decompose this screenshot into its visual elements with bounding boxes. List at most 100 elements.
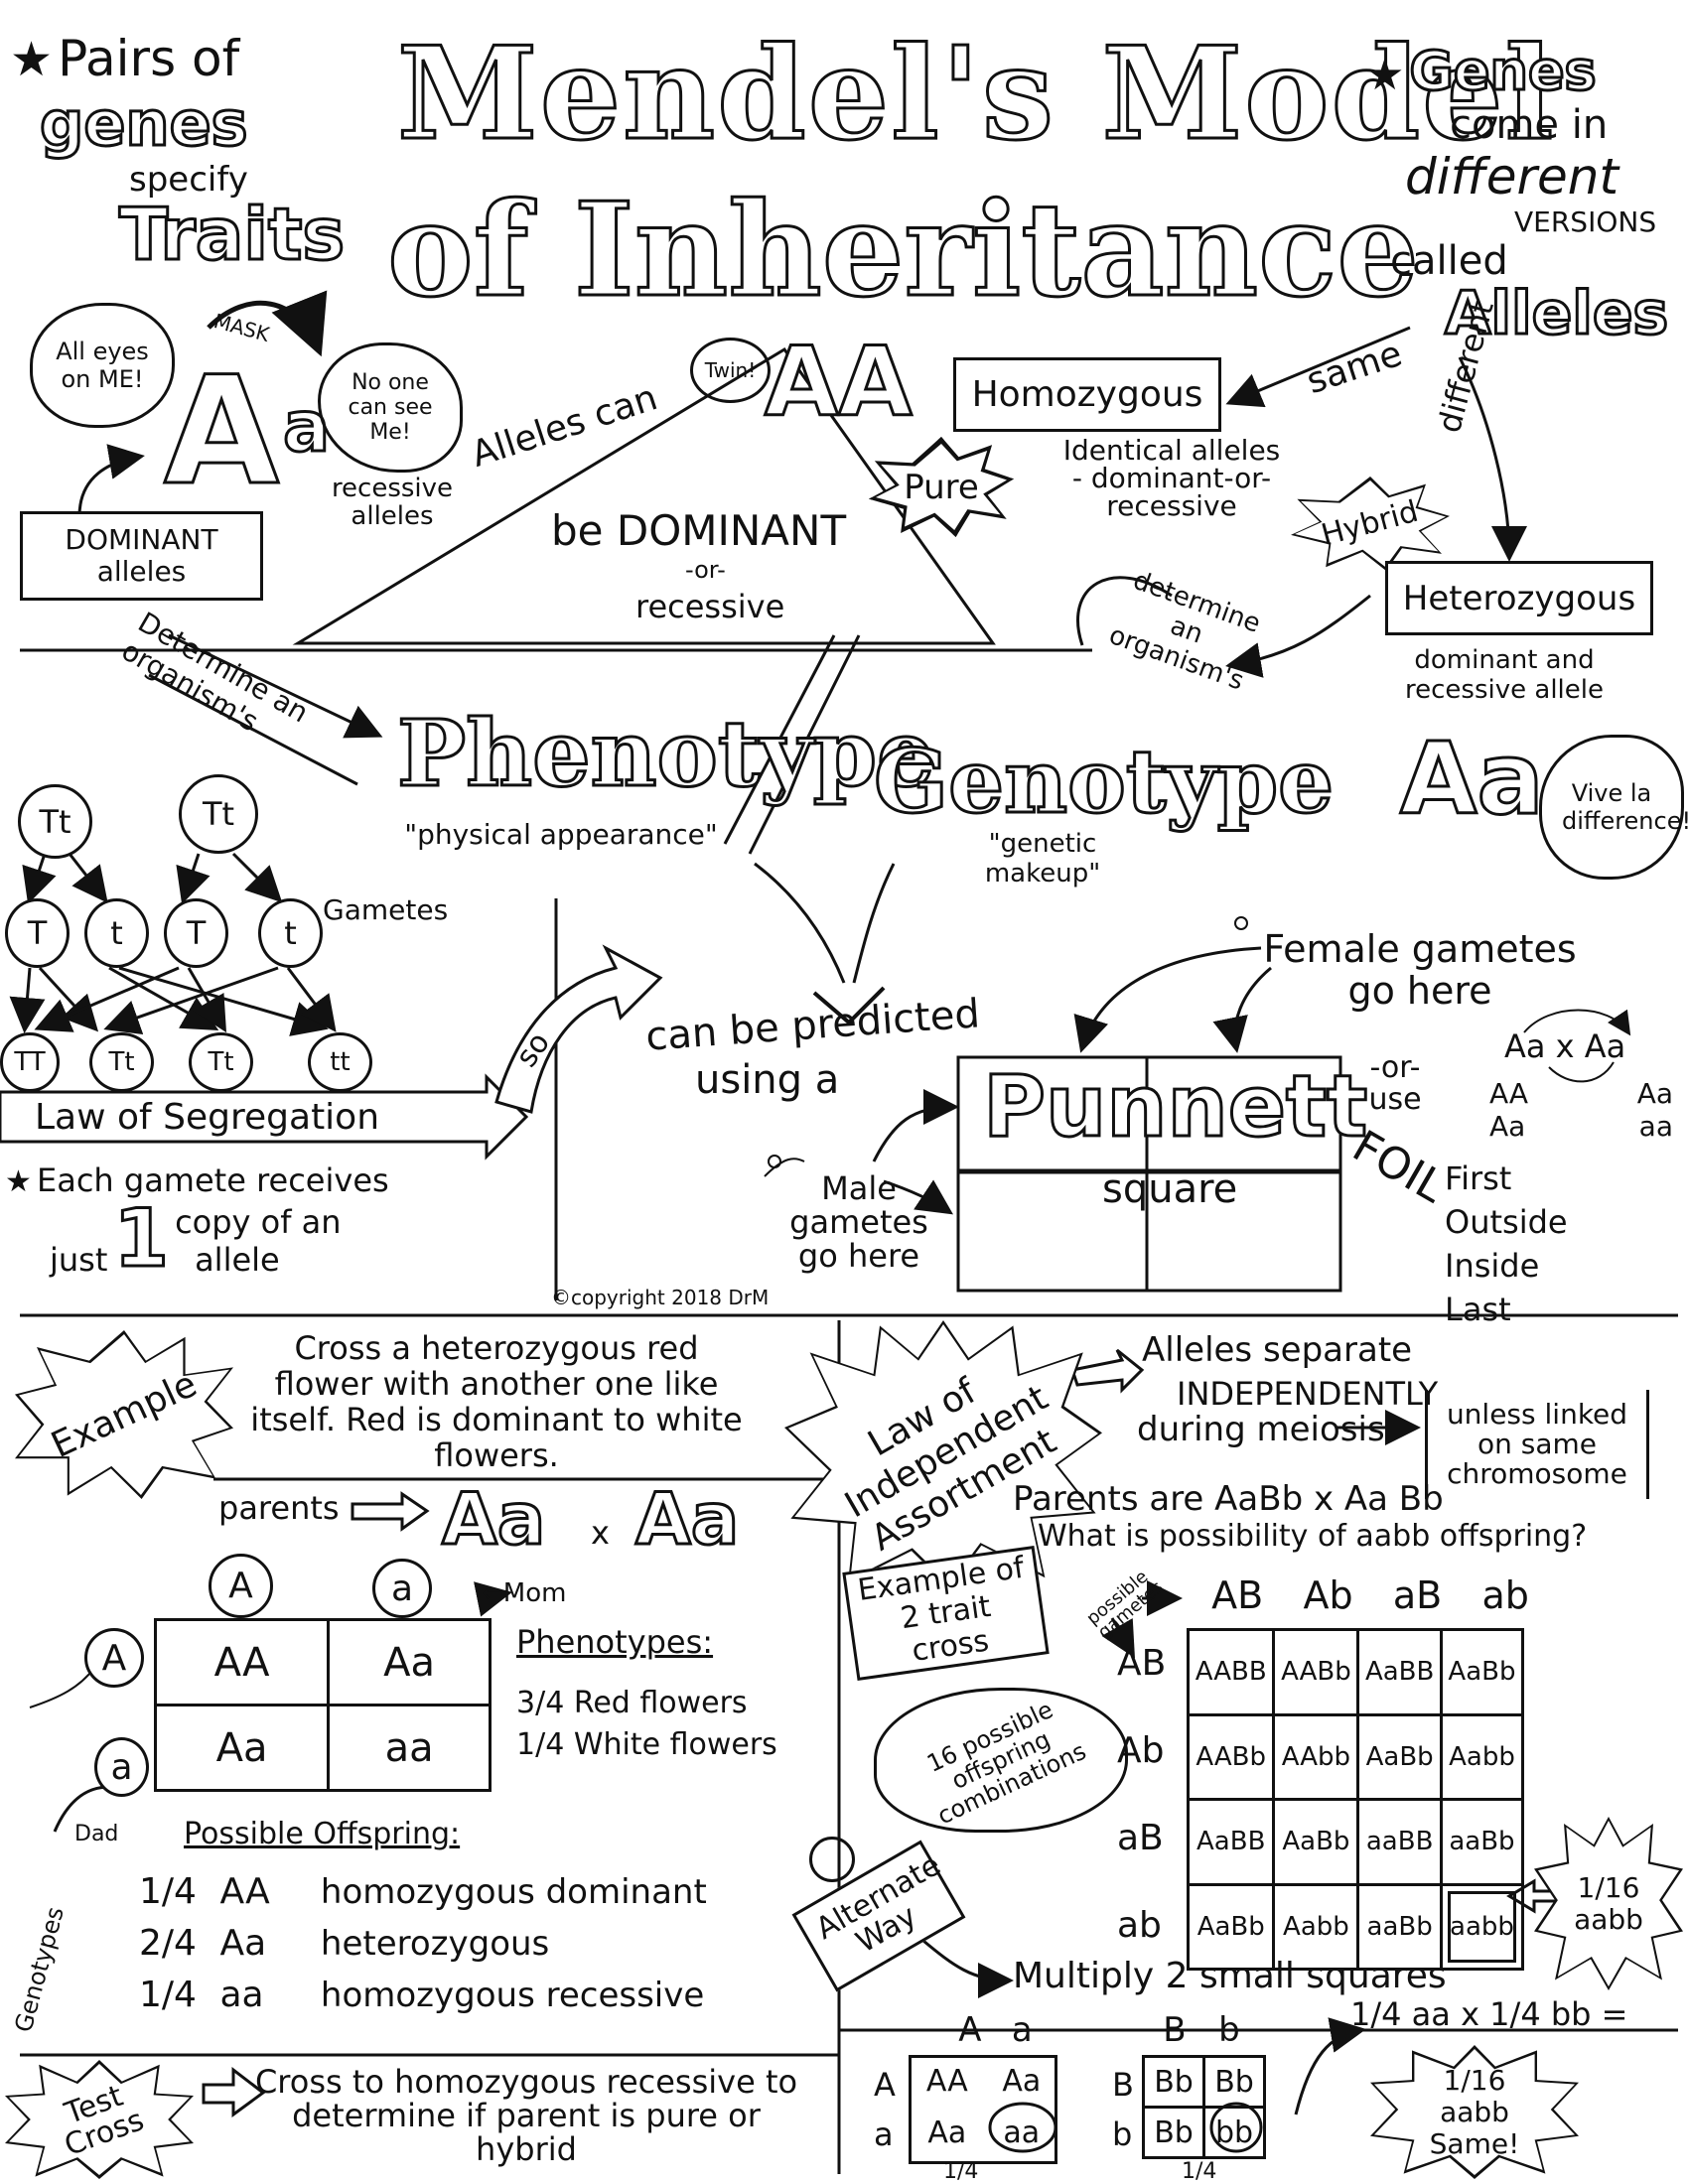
gamete-label: AB (1211, 1573, 1264, 1617)
note-versions: VERSIONS (1514, 205, 1657, 238)
mini-a-frame (909, 2055, 1057, 2164)
mini-b-top: B b (1147, 2010, 1256, 2050)
offspring-label: Tt (108, 1047, 135, 1077)
female-gametes-label: Female gametes go here (1263, 927, 1577, 1013)
triangle-recessive: recessive (635, 588, 785, 625)
grid-cell: AaBB (1186, 1798, 1276, 1886)
segregation-gamete-4: t (258, 898, 323, 968)
foil-result: aa (1638, 1110, 1673, 1143)
note-one: 1 (112, 1192, 171, 1285)
offspring-code: aa (219, 1975, 264, 2015)
grid-cell: Aabb (1439, 1712, 1525, 1801)
genotype-word: Genotype (872, 729, 1335, 835)
genotype-desc: "genetic makeup" (984, 829, 1101, 888)
dad-allele-A: A (84, 1628, 144, 1688)
foil-last: Last (1445, 1291, 1511, 1328)
grid-cell: aa (327, 1704, 492, 1792)
homozygous-desc: Identical alleles - dominant-or-recessiv… (1062, 434, 1281, 522)
dominant-big-letter: A (162, 345, 280, 518)
using-label: using a (695, 1057, 840, 1103)
grid-cell: Bb (1202, 2055, 1266, 2109)
grid-cell: bb (1202, 2106, 1266, 2159)
note-different: different (1405, 148, 1619, 205)
combos-bubble: 16 possible offspring combinations (874, 1688, 1128, 1833)
vive-text: Vive la difference! (1562, 779, 1688, 835)
offspring-desc: homozygous dominant (320, 1872, 707, 1912)
mom-allele-a: a (372, 1559, 432, 1618)
no-one-text: No one can see Me! (348, 370, 433, 445)
allele-label: A (958, 2010, 982, 2050)
offspring-row: 1/4 aa homozygous recessive (139, 1970, 755, 2021)
offspring-frac: 1/4 (139, 1975, 197, 2015)
example-parent-1: Aa (440, 1477, 546, 1561)
segregation-arrow (0, 1073, 529, 1160)
offspring-frac: 1/4 (139, 1871, 197, 1912)
phenotypes-list: 3/4 Red flowers 1/4 White flowers (516, 1683, 777, 1766)
twin-text: Twin! (704, 358, 757, 382)
grid-cell: AABb (1272, 1628, 1360, 1716)
foil-cross: Aa x Aa (1504, 1027, 1626, 1065)
segregation-offspring-3: Tt (189, 1032, 253, 1092)
parent-label: Tt (202, 795, 235, 833)
phenotypes-title: Phenotypes: (516, 1623, 714, 1661)
note-traits: Traits (118, 193, 347, 276)
note-alleles: Alleles (1444, 279, 1670, 348)
punnett-word: Punnett (981, 1056, 1368, 1159)
offspring-question: What is possibility of aabb offspring? (1038, 1519, 1588, 1554)
homozygous-letters: AA (764, 327, 914, 438)
grid-cell: Aa (1002, 2063, 1042, 2099)
test-cross-desc: Cross to homozygous recessive to determi… (254, 2063, 798, 2168)
mini-a-top: A a (943, 2010, 1048, 2050)
male-gametes-label: Male gametes go here (789, 1169, 928, 1275)
foil-results: AA Aa Aa aa (1489, 1077, 1673, 1143)
allele-label: A (228, 1566, 253, 1606)
segregation-parent-2: Tt (179, 774, 258, 854)
vive-bubble: Vive la difference! (1539, 735, 1688, 880)
note-genes-title: Genes (1408, 39, 1598, 104)
gamete-label: T (186, 914, 207, 952)
segregation-offspring-4: tt (308, 1032, 372, 1092)
all-eyes-bubble: All eyes on ME! (30, 303, 175, 428)
phenotype-word: Phenotype (396, 699, 937, 809)
grid-cell: Aa (927, 2116, 967, 2151)
multiply-label: Multiply 2 small squares (1013, 1956, 1447, 1996)
grid-cell: Aa (153, 1704, 331, 1792)
example-x: x (591, 1514, 610, 1552)
gamete-label: Ab (1303, 1573, 1353, 1617)
homozygous-text: Homozygous (971, 374, 1203, 415)
copyright: ©copyright 2018 DrM (551, 1286, 770, 1309)
twin-bubble: Twin! (690, 338, 771, 403)
pure-text: Pure (904, 467, 979, 507)
title-line-1: Mendel's Model (395, 19, 1556, 171)
gamete-label: t (110, 914, 123, 952)
grid-cell: Aabb (1272, 1882, 1360, 1971)
grid-cell: AAbb (1272, 1712, 1360, 1801)
foil-words: First Outside Inside Last (1445, 1157, 1568, 1331)
mini-a-side: A a (874, 2060, 896, 2159)
title-line-2: of Inheritance (386, 173, 1421, 328)
triangle-dominant: be DOMINANT (551, 506, 847, 555)
grid-cell: AaBb (1356, 1712, 1443, 1801)
offspring-label: Tt (208, 1047, 234, 1077)
segregation-parent-1: Tt (18, 784, 92, 859)
top-left-note: ★ Pairs of genes specify Traits (10, 30, 347, 276)
result-text: 1/16 aabb Same! (1429, 2063, 1520, 2160)
dad-label: Dad (74, 1822, 119, 1846)
foil-result: Aa (1489, 1110, 1526, 1143)
note-pairs-of: Pairs of (58, 30, 240, 87)
grid-cell: AaBB (1356, 1628, 1443, 1716)
dominant-alleles-box: DOMINANT alleles (20, 511, 263, 601)
recessive-alleles-label: recessive alleles (331, 474, 454, 531)
mom-allele-A: A (209, 1554, 273, 1618)
grid-cell: aa (1003, 2116, 1041, 2151)
gametes-label: Gametes (323, 893, 449, 926)
mini-a-grid: AA Aa Aa aa (909, 2055, 1057, 2159)
allele-label: B (1112, 2066, 1134, 2104)
allele-label: a (110, 1746, 133, 1788)
example-desc: Cross a heterozygous red flower with ano… (250, 1329, 743, 1474)
note-line-1: Each gamete receives (37, 1161, 389, 1199)
lightbulb-icon (809, 1837, 855, 1882)
dihybrid-punnett-grid: AABB AABb AaBB AaBb AABb AAbb AaBb Aabb … (1186, 1628, 1525, 1971)
offspring-code: AA (219, 1871, 270, 1912)
